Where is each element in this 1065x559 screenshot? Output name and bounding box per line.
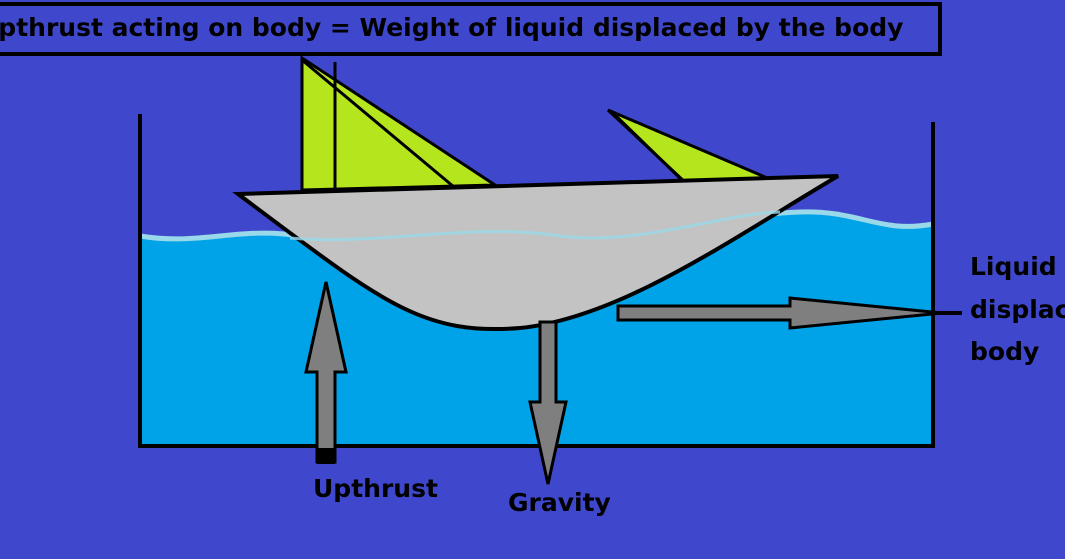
container-outline xyxy=(138,114,935,448)
upthrust-label: Upthrust xyxy=(313,474,438,503)
upthrust-arrow xyxy=(304,281,348,464)
front-sail xyxy=(300,55,500,192)
gravity-label: Gravity xyxy=(508,488,611,517)
liquid-displaced-label-line-3: body xyxy=(970,337,1039,366)
rear-sail-line xyxy=(610,110,690,188)
upthrust-arrow-base xyxy=(317,448,335,464)
rear-sail xyxy=(606,108,773,187)
title-text: Upthrust acting on body = Weight of liqu… xyxy=(0,13,903,42)
liquid-displaced-label-line-2: displaced by xyxy=(970,295,1065,324)
liquid-displaced-label-line-1: Liquid xyxy=(970,252,1057,281)
boat-hull xyxy=(232,174,840,332)
gravity-arrow xyxy=(528,320,568,485)
sail-rigging xyxy=(301,58,461,194)
title-box xyxy=(0,2,942,56)
hull-waterline xyxy=(289,210,781,242)
displaced-liquid-arrow xyxy=(616,296,943,330)
